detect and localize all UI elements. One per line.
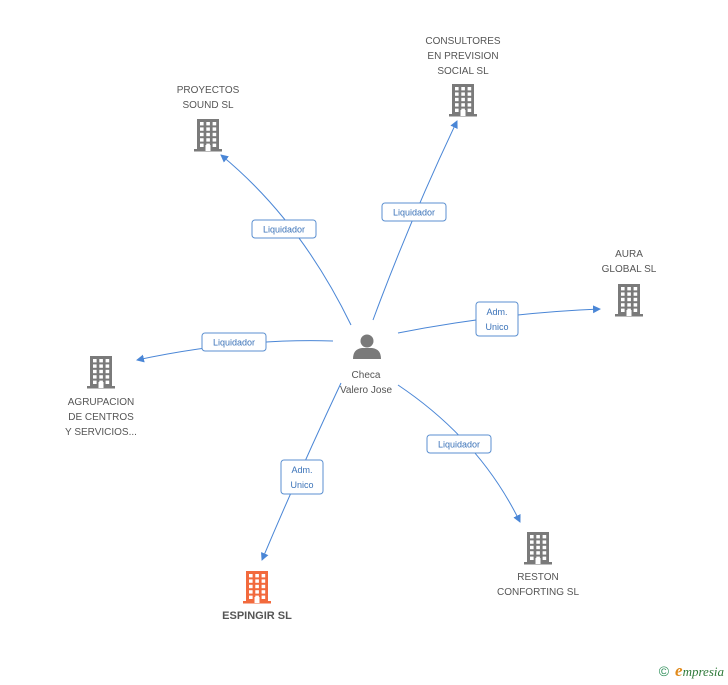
- building-icon: [524, 532, 552, 565]
- relation-label-proyectos[interactable]: Liquidador: [251, 219, 317, 239]
- building-icon: [87, 356, 115, 389]
- edge-reston: Liquidador: [397, 384, 521, 523]
- company-node-proyectos[interactable]: PROYECTOS SOUND SL: [177, 85, 240, 152]
- edge-agrupacion: Liquidador: [136, 332, 334, 363]
- footer: © empresia: [659, 661, 724, 681]
- company-node-aura[interactable]: AURA GLOBAL SL: [602, 249, 657, 317]
- relation-label-aura[interactable]: Adm. Unico: [475, 301, 519, 337]
- person-icon: [353, 334, 381, 359]
- company-label: AGRUPACION: [68, 397, 135, 408]
- company-label: CONFORTING SL: [497, 587, 579, 598]
- relation-label-agrupacion[interactable]: Liquidador: [201, 332, 267, 352]
- company-label: PROYECTOS: [177, 85, 240, 96]
- company-label: GLOBAL SL: [602, 264, 657, 275]
- relation-label-reston[interactable]: Liquidador: [426, 434, 492, 454]
- company-label: RESTON: [517, 572, 559, 583]
- company-label: AURA: [615, 249, 643, 260]
- company-label: ESPINGIR SL: [222, 610, 292, 622]
- edge-aura: Adm. Unico: [397, 301, 601, 337]
- relation-text: Liquidador: [393, 208, 435, 218]
- relation-text: Liquidador: [263, 225, 305, 235]
- building-icon: [449, 84, 477, 117]
- company-label: CONSULTORES: [425, 36, 501, 47]
- company-label: DE CENTROS: [68, 412, 134, 423]
- company-label: SOCIAL SL: [437, 66, 489, 77]
- relation-text: Liquidador: [213, 338, 255, 348]
- company-node-consultores[interactable]: CONSULTORES EN PREVISION SOCIAL SL: [425, 36, 501, 117]
- company-label: Y SERVICIOS...: [65, 427, 137, 438]
- building-icon: [615, 284, 643, 317]
- edge-consultores: Liquidador: [372, 120, 458, 321]
- company-node-reston[interactable]: RESTON CONFORTING SL: [497, 532, 579, 598]
- person-name-first: Checa: [352, 370, 381, 381]
- company-node-espingir[interactable]: ESPINGIR SL: [222, 571, 292, 622]
- relation-text: Liquidador: [438, 440, 480, 450]
- edge-proyectos: Liquidador: [220, 154, 352, 326]
- relation-text: Unico: [290, 480, 313, 490]
- building-icon: [194, 119, 222, 152]
- edge-line-proyectos: [220, 154, 352, 326]
- copyright-icon: ©: [658, 663, 670, 679]
- relation-label-consultores[interactable]: Liquidador: [381, 202, 447, 222]
- relation-text: Unico: [485, 322, 508, 332]
- building-icon: [243, 571, 271, 604]
- company-node-agrupacion[interactable]: AGRUPACION DE CENTROS Y SERVICIOS...: [65, 356, 137, 438]
- relation-text: Adm.: [291, 465, 312, 475]
- relation-label-espingir[interactable]: Adm. Unico: [280, 459, 324, 495]
- company-label: SOUND SL: [182, 100, 234, 111]
- company-label: EN PREVISION: [427, 51, 498, 62]
- edge-espingir: Adm. Unico: [261, 382, 342, 561]
- relation-text: Adm.: [486, 307, 507, 317]
- person-name-last: Valero Jose: [340, 385, 393, 396]
- brand-logo[interactable]: empresia: [675, 661, 724, 680]
